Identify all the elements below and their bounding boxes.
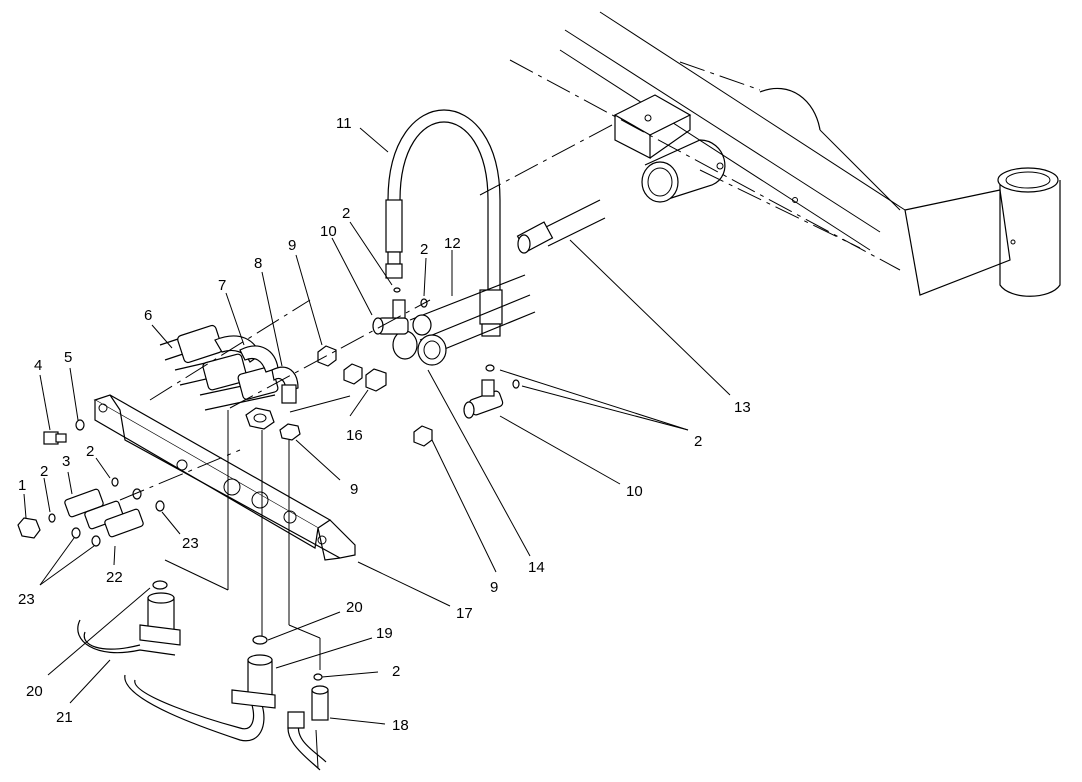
callout-labels: 1 2 3 4 5 2 6 7 8 9 10 2 11 2 12 13 2 10… — [18, 115, 751, 734]
callout-12: 12 — [444, 235, 461, 252]
callout-3: 3 — [62, 453, 70, 470]
callout-9: 9 — [288, 237, 296, 254]
tee-fitting-lower — [463, 364, 520, 419]
callout-2: 2 — [392, 663, 400, 680]
callout-1: 1 — [18, 477, 26, 494]
callout-2: 2 — [694, 433, 702, 450]
frame-boom — [509, 11, 1061, 297]
callout-19: 19 — [376, 625, 393, 642]
callout-20: 20 — [26, 683, 43, 700]
callout-16: 16 — [346, 427, 363, 444]
callout-5: 5 — [64, 349, 72, 366]
lower-tubes — [77, 410, 329, 771]
callout-2: 2 — [342, 205, 350, 222]
callout-18: 18 — [392, 717, 409, 734]
callout-21: 21 — [56, 709, 73, 726]
leader-lines — [23, 127, 731, 725]
callout-23: 23 — [18, 591, 35, 608]
callout-10: 10 — [320, 223, 337, 240]
callout-6: 6 — [144, 307, 152, 324]
callout-7: 7 — [218, 277, 226, 294]
callout-9: 9 — [350, 481, 358, 498]
mounting-bracket-17 — [93, 394, 356, 561]
callout-4: 4 — [34, 357, 42, 374]
callout-2: 2 — [86, 443, 94, 460]
hose-13 — [516, 199, 606, 254]
callout-22: 22 — [106, 569, 123, 586]
callout-14: 14 — [528, 559, 545, 576]
left-fittings — [17, 419, 241, 547]
callout-20: 20 — [346, 599, 363, 616]
hoses-12-14 — [392, 274, 536, 366]
callout-11: 11 — [336, 115, 352, 132]
callout-13: 13 — [734, 399, 751, 416]
callout-2: 2 — [420, 241, 428, 258]
jam-nuts — [245, 345, 433, 447]
tee-fitting-upper — [372, 287, 428, 335]
center-lines — [479, 124, 861, 249]
pivot-block — [613, 94, 726, 203]
callout-8: 8 — [254, 255, 262, 272]
hose-11 — [385, 109, 503, 337]
callout-2: 2 — [40, 463, 48, 480]
callout-9: 9 — [490, 579, 498, 596]
callout-17: 17 — [456, 605, 473, 622]
hoses-6-7-8 — [149, 299, 431, 411]
callout-23: 23 — [182, 535, 199, 552]
callout-10: 10 — [626, 483, 643, 500]
